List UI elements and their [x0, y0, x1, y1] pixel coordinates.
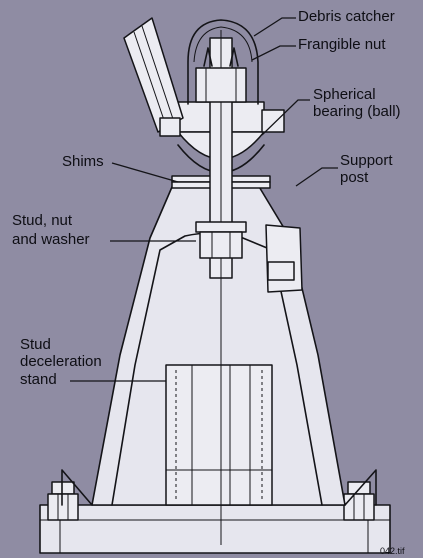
label-stud-deceleration-line2: deceleration — [20, 353, 102, 370]
base-plate — [39, 504, 391, 554]
label-stud-nut-washer-line1: Stud, nut — [12, 212, 73, 229]
upper-left-bracket — [123, 17, 184, 133]
stud-nut-washer — [195, 221, 247, 259]
label-support-post-line2: post — [340, 169, 369, 186]
leader-lines — [70, 17, 338, 382]
label-support-post-line1: Support — [340, 152, 393, 169]
bearing-shoulders — [159, 109, 285, 137]
label-debris-catcher: Debris catcher — [298, 8, 395, 25]
left-base-bolt — [47, 481, 79, 521]
label-frangible-nut: Frangible nut — [298, 36, 386, 53]
label-stud-deceleration-line1: Stud — [20, 336, 51, 353]
frangible-nut — [195, 47, 247, 103]
label-spherical-bearing-line1: Spherical — [313, 86, 376, 103]
label-stud-deceleration-line3: stand — [20, 371, 57, 388]
stud-deceleration-stand — [165, 364, 273, 506]
label-shims: Shims — [62, 153, 104, 170]
label-spherical-bearing-line2: bearing (ball) — [313, 103, 401, 120]
label-stud-nut-washer-line2: and washer — [12, 231, 90, 248]
debris-catcher — [187, 19, 259, 105]
figure-id: 042.tif — [380, 546, 405, 556]
